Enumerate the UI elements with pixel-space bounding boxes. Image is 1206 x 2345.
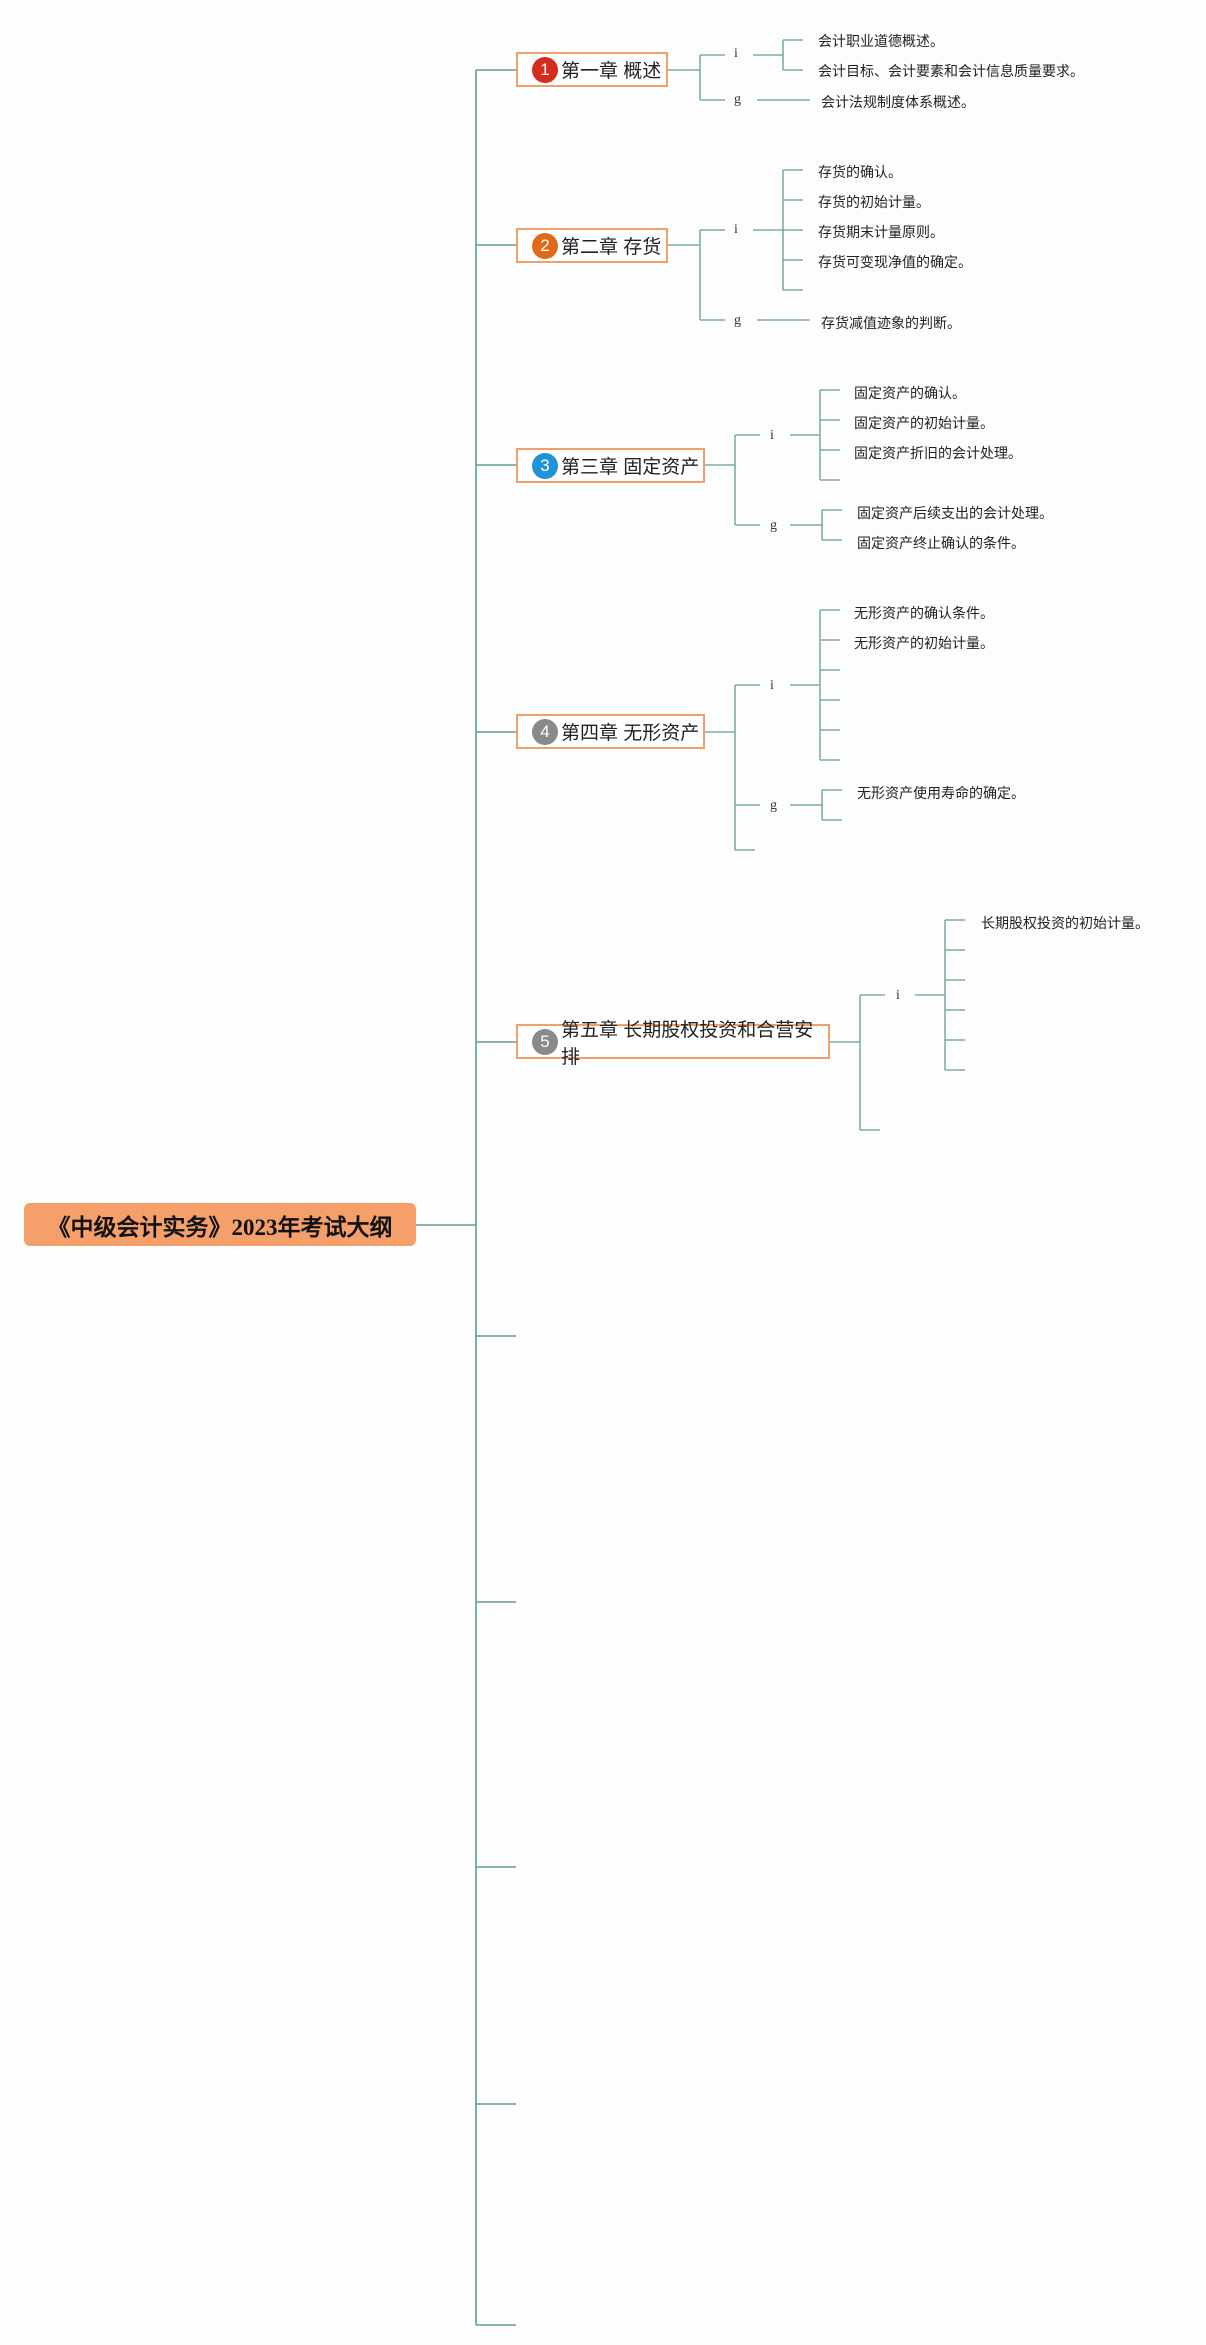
chapter-node-4[interactable]: 4 第四章 无形资产 bbox=[516, 714, 705, 749]
chapter-title: 第三章 固定资产 bbox=[561, 457, 700, 478]
leaf-item[interactable]: 固定资产的确认。 bbox=[854, 385, 966, 401]
chapter-node-5[interactable]: 5 第五章 长期股权投资和合营安排 bbox=[516, 1020, 830, 1068]
chapter-title: 第二章 存货 bbox=[561, 237, 662, 258]
chapter-number-badge: 1 bbox=[532, 56, 558, 83]
root-topic-label: 《中级会计实务》2023年考试大纲 bbox=[47, 1214, 393, 1240]
chapter-number-badge: 5 bbox=[532, 1028, 558, 1055]
leaf-item[interactable]: 存货的初始计量。 bbox=[818, 194, 930, 210]
leaf-item[interactable]: 固定资产折旧的会计处理。 bbox=[854, 445, 1022, 461]
group-marker: g bbox=[770, 518, 777, 533]
chapter-title: 第四章 无形资产 bbox=[561, 723, 700, 744]
leaf-item[interactable]: 存货减值迹象的判断。 bbox=[821, 315, 961, 331]
leaf-item[interactable]: 无形资产使用寿命的确定。 bbox=[857, 785, 1025, 801]
leaf-item[interactable]: 存货期末计量原则。 bbox=[818, 224, 944, 240]
leaf-item[interactable]: 存货可变现净值的确定。 bbox=[818, 254, 972, 270]
group-marker: i bbox=[770, 428, 774, 443]
chapter-title: 第五章 长期股权投资和合营安排 bbox=[561, 1019, 814, 1068]
chapter-node-1[interactable]: 1 第一章 概述 bbox=[516, 52, 668, 87]
leaf-item[interactable]: 长期股权投资的初始计量。 bbox=[981, 915, 1149, 931]
group-marker: i bbox=[734, 46, 738, 61]
chapter-number-badge: 2 bbox=[532, 232, 558, 259]
group-marker: i bbox=[734, 222, 738, 237]
leaf-item[interactable]: 固定资产后续支出的会计处理。 bbox=[857, 505, 1053, 521]
chapter-title: 第一章 概述 bbox=[561, 61, 662, 82]
leaf-item[interactable]: 会计法规制度体系概述。 bbox=[821, 94, 975, 110]
chapter-number-badge: 4 bbox=[532, 718, 558, 745]
leaf-item[interactable]: 无形资产的初始计量。 bbox=[854, 635, 994, 651]
leaf-item[interactable]: 会计目标、会计要素和会计信息质量要求。 bbox=[818, 63, 1084, 79]
chapter-number-badge: 3 bbox=[532, 452, 558, 479]
leaf-item[interactable]: 存货的确认。 bbox=[818, 164, 902, 180]
chapter-node-2[interactable]: 2 第二章 存货 bbox=[516, 228, 668, 263]
root-topic[interactable]: 《中级会计实务》2023年考试大纲 bbox=[24, 1203, 416, 1246]
group-marker: g bbox=[734, 313, 741, 328]
leaf-item[interactable]: 固定资产终止确认的条件。 bbox=[857, 535, 1025, 551]
chapter-node-3[interactable]: 3 第三章 固定资产 bbox=[516, 448, 705, 483]
leaf-item[interactable]: 固定资产的初始计量。 bbox=[854, 415, 994, 431]
group-marker: i bbox=[770, 678, 774, 693]
group-marker: g bbox=[770, 798, 777, 813]
group-marker: i bbox=[896, 988, 900, 1003]
leaf-item[interactable]: 无形资产的确认条件。 bbox=[854, 605, 994, 621]
group-marker: g bbox=[734, 92, 741, 107]
leaf-item[interactable]: 会计职业道德概述。 bbox=[818, 33, 944, 49]
